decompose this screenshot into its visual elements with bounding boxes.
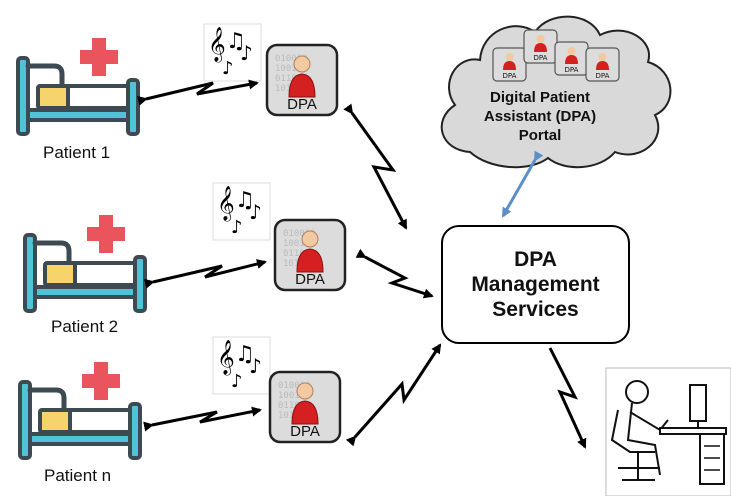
portal-line: Portal — [518, 127, 562, 144]
hospital-bed-icon — [25, 215, 145, 311]
wireless-link-icon — [548, 347, 587, 449]
patient-label: Patient 2 — [51, 317, 119, 336]
wireless-link-icon — [144, 259, 267, 289]
clinician-at-computer-icon — [605, 367, 731, 496]
wireless-link-icon — [137, 79, 259, 106]
management-services-box: DPA Management Services — [441, 225, 630, 344]
wireless-link-icon — [143, 406, 262, 432]
dpa-avatar-icon — [523, 29, 558, 64]
patient-label: Patient 1 — [43, 143, 111, 162]
patient-label: Patient n — [44, 466, 112, 485]
portal-line: Assistant (DPA) — [483, 108, 597, 125]
portal-line: Digital Patient — [489, 89, 590, 106]
portal-link — [501, 150, 544, 218]
wireless-link-icon — [343, 103, 408, 230]
dpa-avatar-icon — [585, 47, 620, 82]
management-line: Management — [471, 273, 600, 296]
wireless-link-icon — [355, 248, 434, 299]
dpa-avatar-icon — [492, 47, 527, 82]
music-notes-icon — [212, 336, 271, 395]
dpa-label: DPA — [295, 271, 325, 288]
management-line: DPA — [514, 248, 557, 271]
dpa-label: DPA — [287, 96, 317, 113]
dpa-avatar-icon — [554, 41, 589, 76]
hospital-bed-icon — [18, 38, 138, 134]
management-line: Services — [492, 298, 579, 321]
dpa-label: DPA — [290, 423, 320, 440]
hospital-bed-icon — [20, 362, 140, 458]
wireless-link-icon — [345, 343, 442, 447]
portal-title: Digital Patient Assistant (DPA) Portal — [465, 88, 615, 145]
music-notes-icon — [203, 23, 262, 82]
music-notes-icon — [212, 182, 271, 241]
